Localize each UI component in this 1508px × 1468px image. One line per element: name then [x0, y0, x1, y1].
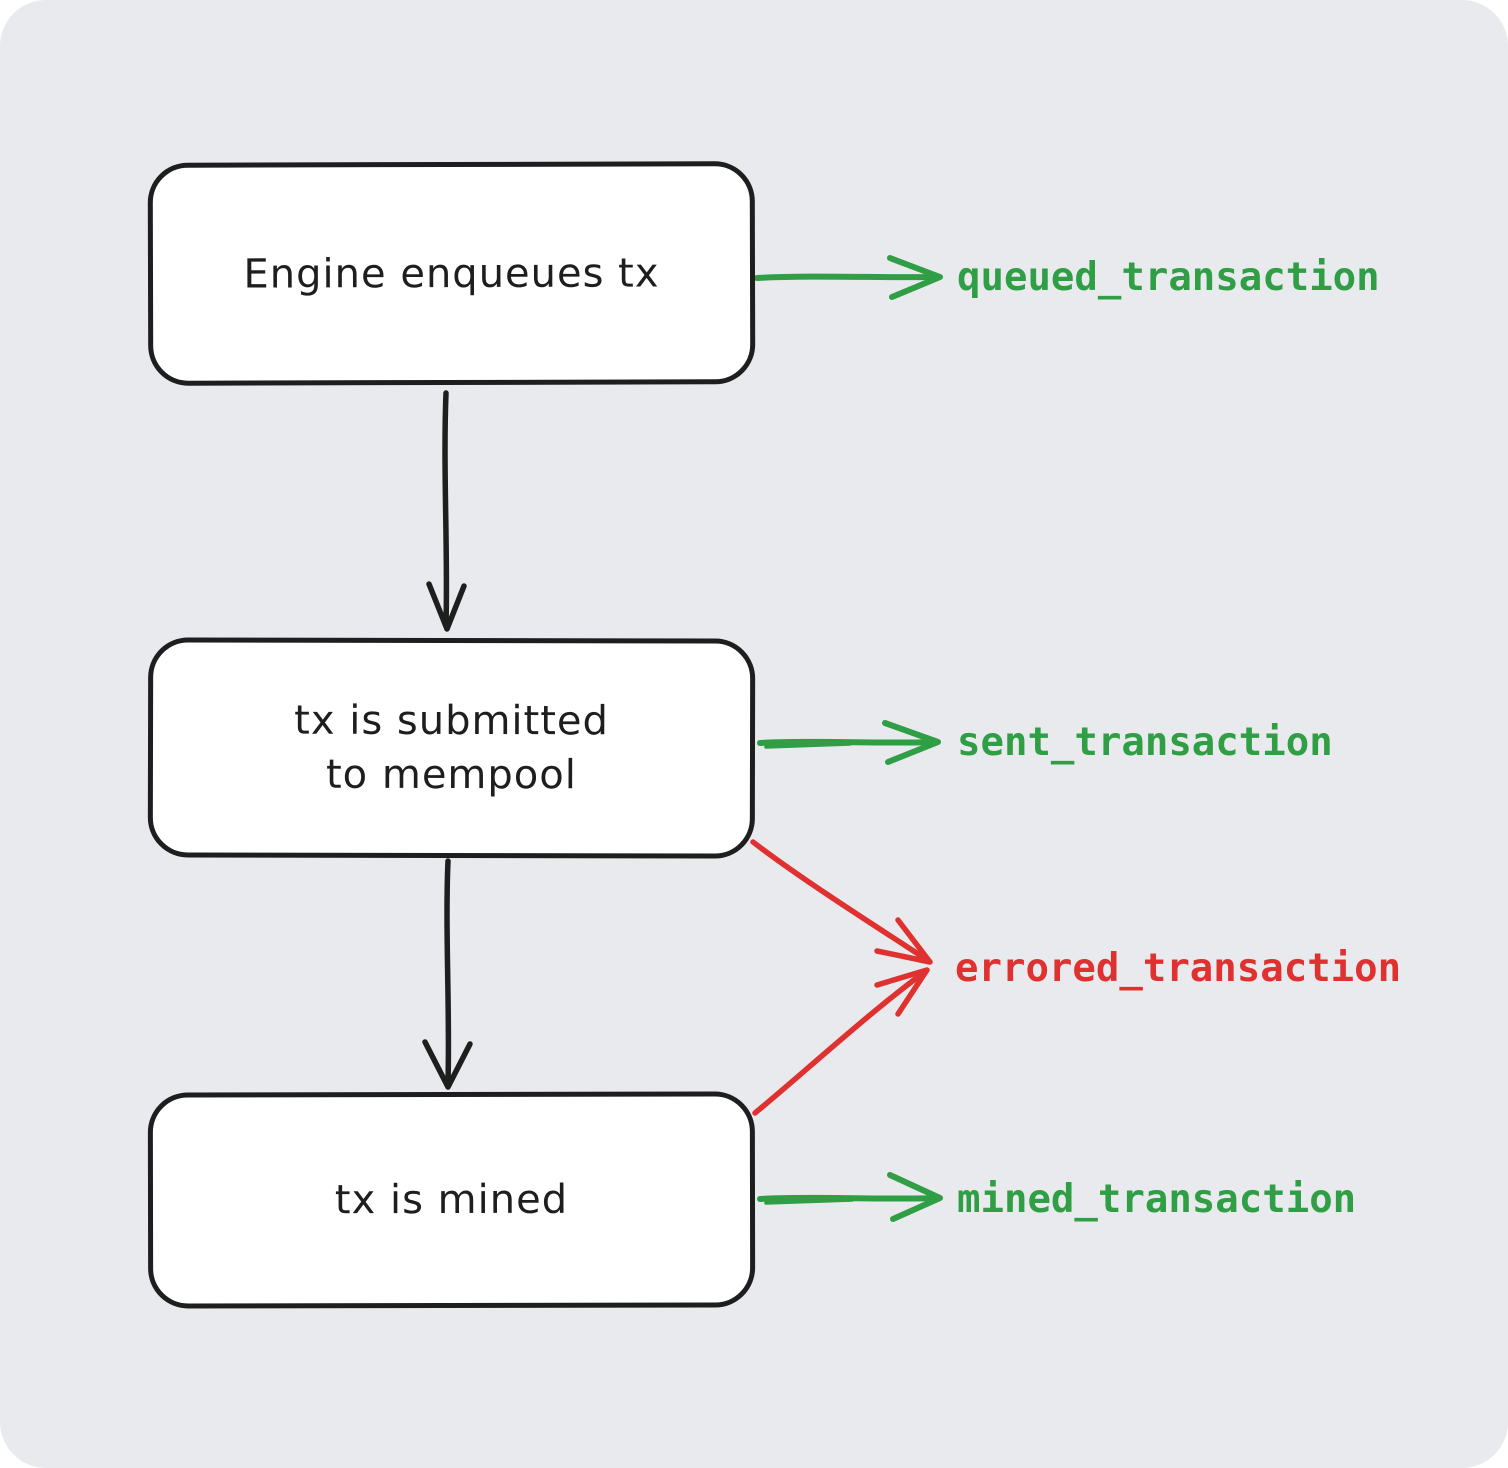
node-label: Engine enqueues tx	[243, 249, 660, 298]
node-tx-is-mined: tx is mined	[147, 1091, 756, 1309]
event-arrow-queued	[754, 255, 943, 300]
flow-arrow-mempool-to-mined	[422, 858, 473, 1090]
node-label: tx is mined	[334, 1176, 569, 1224]
flow-arrow-engine-to-mempool	[426, 390, 467, 632]
event-arrow-mined	[757, 1172, 943, 1222]
event-arrow-errored-from-mempool	[750, 839, 933, 965]
event-arrow-errored-from-mined	[752, 967, 930, 1116]
node-tx-submitted-to-mempool: tx is submitted to mempool	[147, 637, 756, 859]
event-label-errored-transaction: errored_transaction	[955, 946, 1402, 991]
event-label-queued-transaction: queued_transaction	[957, 255, 1380, 300]
node-engine-enqueues-tx: Engine enqueues tx	[147, 161, 756, 386]
event-label-sent-transaction: sent_transaction	[957, 720, 1333, 765]
node-label-line2: to mempool	[325, 751, 577, 799]
event-label-mined-transaction: mined_transaction	[957, 1177, 1357, 1222]
event-arrow-sent	[757, 720, 941, 765]
node-label-line1: tx is submitted	[294, 697, 609, 745]
